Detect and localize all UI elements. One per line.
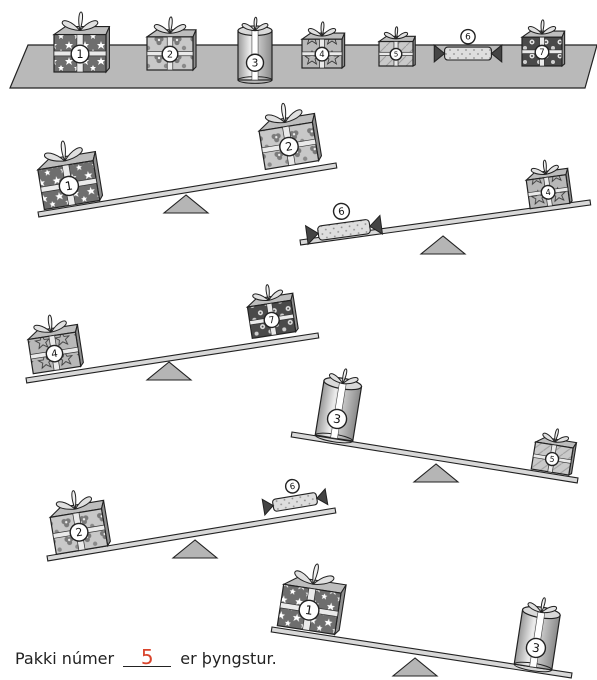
package-number: 1: [304, 603, 314, 618]
beam: [37, 162, 338, 218]
gift-package-1: 1: [52, 11, 111, 74]
package-number: 5: [549, 454, 556, 464]
gift-package-6: 6: [304, 202, 384, 246]
gift-package-7: 7: [520, 19, 566, 68]
package-number: 7: [268, 315, 276, 327]
gift-package-2: 2: [48, 490, 111, 555]
gift-package-2: 2: [145, 16, 197, 72]
gift-package-2: 2: [257, 102, 323, 171]
package-number: 3: [332, 411, 342, 426]
gift-package-4: 4: [26, 314, 84, 375]
gift-package-3: 3: [314, 368, 363, 444]
shelf-packages: 1 2 3 4 5 6 7: [52, 11, 566, 84]
package-number: 1: [76, 48, 83, 61]
balance-scale-3: 47: [25, 284, 320, 384]
gift-package-1: 1: [276, 563, 348, 636]
gift-package-3: 3: [237, 16, 273, 84]
package-number: 3: [252, 56, 259, 69]
answer-sentence: Pakki númer 5 er þyngstur.: [15, 647, 277, 668]
package-number: 4: [545, 188, 552, 199]
beam: [290, 431, 579, 484]
package-number: 2: [75, 525, 84, 539]
package-number: 1: [64, 178, 74, 193]
beam: [270, 626, 573, 679]
fulcrum: [171, 539, 219, 559]
package-number: 6: [338, 206, 346, 218]
package-number: 2: [284, 139, 293, 154]
balance-scale-5: 26: [46, 478, 337, 562]
gift-package-4: 4: [524, 159, 573, 210]
package-number: 5: [394, 50, 399, 59]
balance-scale-4: 35: [290, 368, 579, 484]
gift-package-5: 5: [530, 428, 578, 477]
package-number: 6: [289, 481, 296, 492]
fulcrum: [419, 235, 467, 255]
beam: [299, 199, 592, 246]
package-number: 3: [531, 640, 541, 655]
balance-scale-6: 13: [270, 563, 573, 679]
package-number: 4: [319, 50, 324, 60]
gift-package-7: 7: [245, 284, 299, 340]
answer-prefix: Pakki númer: [15, 649, 115, 668]
beam: [25, 332, 320, 384]
answer-blank[interactable]: 5: [123, 647, 172, 667]
gift-package-1: 1: [36, 140, 104, 211]
package-number: 7: [539, 48, 544, 58]
gift-package-6: 6: [433, 28, 503, 63]
answer-suffix: er þyngstur.: [180, 649, 277, 668]
fulcrum: [412, 463, 460, 483]
gift-package-5: 5: [377, 26, 417, 67]
package-number: 2: [167, 49, 173, 60]
package-number: 6: [465, 33, 471, 43]
fulcrum: [162, 194, 210, 214]
package-number: 4: [51, 349, 59, 361]
balance-scale-2: 64: [299, 159, 592, 255]
beam: [46, 507, 337, 562]
gift-package-4: 4: [300, 21, 346, 70]
gift-package-6: 6: [261, 478, 329, 517]
balance-scale-1: 12: [36, 102, 338, 218]
fulcrum: [145, 361, 193, 381]
gift-package-3: 3: [513, 597, 561, 673]
fulcrum: [391, 657, 439, 677]
